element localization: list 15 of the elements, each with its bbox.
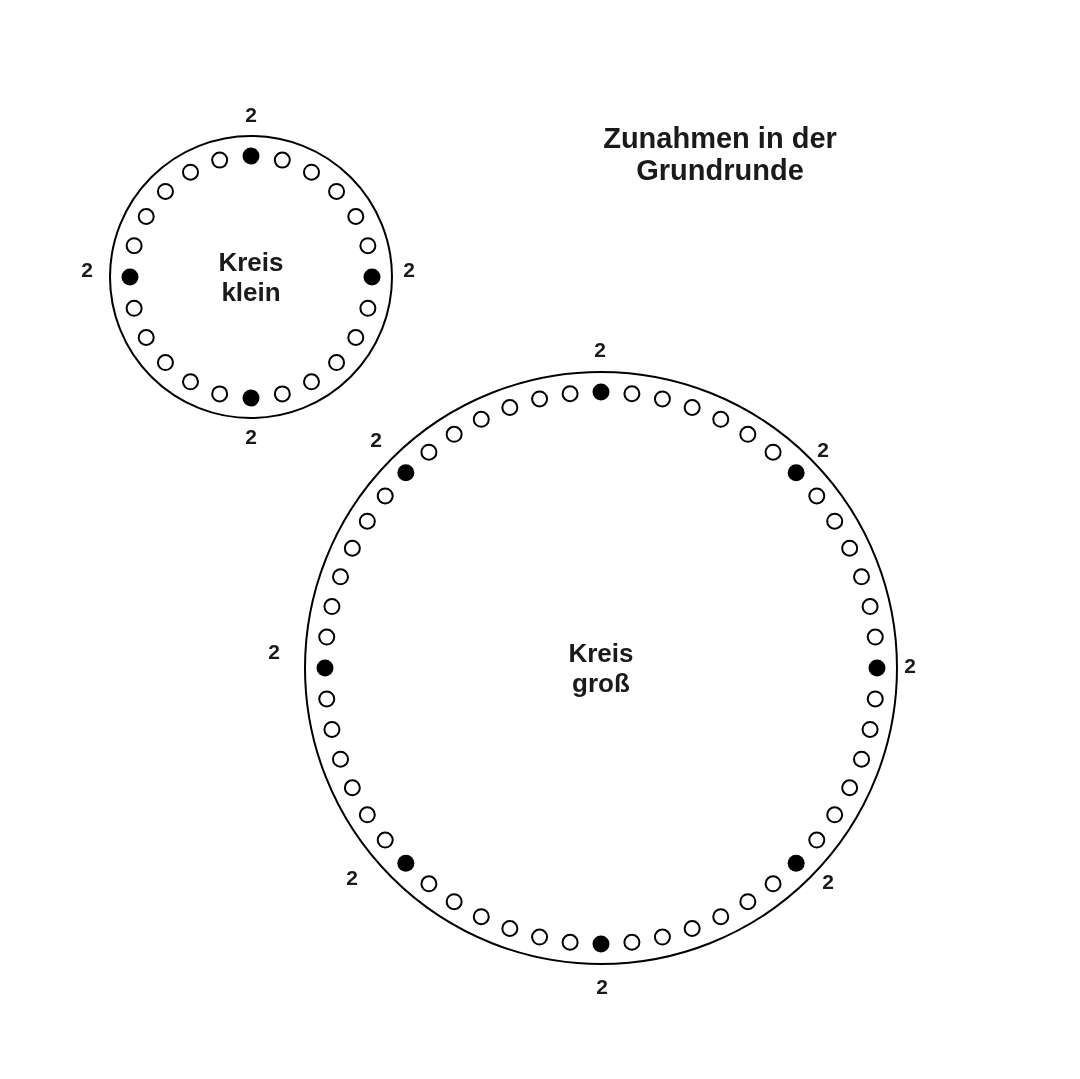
increase-count: 2: [245, 103, 257, 127]
increase-count: 2: [817, 438, 829, 462]
increase-count: 2: [370, 428, 382, 452]
circle-label: Kreis groß: [567, 638, 635, 698]
diagram-title: Zunahmen in der Grundrunde: [602, 122, 838, 186]
circle-label: Kreis klein: [217, 247, 285, 307]
increase-count: 2: [346, 866, 358, 890]
increase-count: 2: [904, 654, 916, 678]
increase-count: 2: [596, 975, 608, 999]
increase-count: 2: [822, 870, 834, 894]
increase-count: 2: [268, 640, 280, 664]
increase-count: 2: [245, 425, 257, 449]
increase-count: 2: [594, 338, 606, 362]
increase-count: 2: [81, 258, 93, 282]
increase-count: 2: [403, 258, 415, 282]
